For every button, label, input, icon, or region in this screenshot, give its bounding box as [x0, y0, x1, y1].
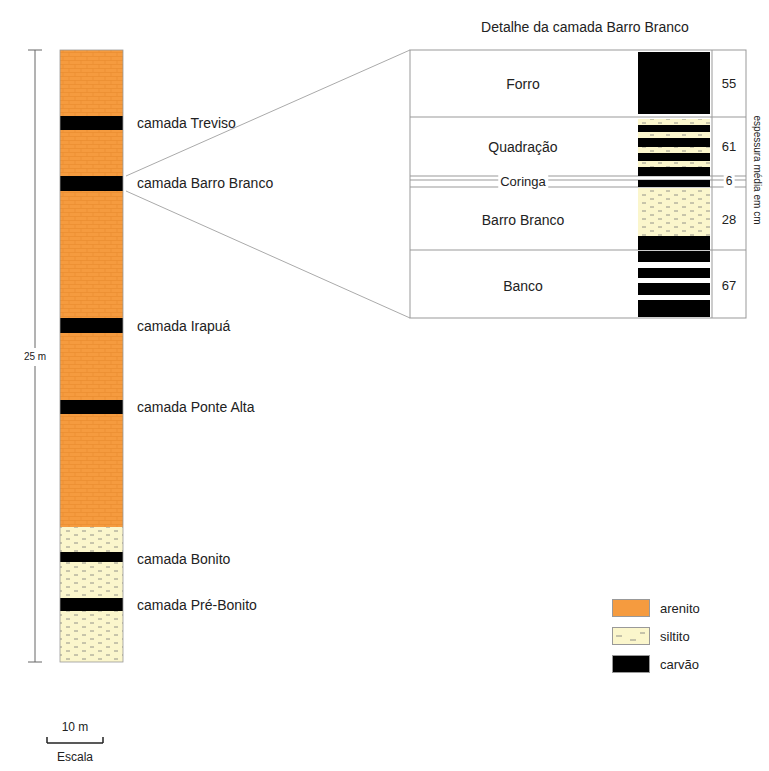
thickness-value: 28 — [722, 213, 736, 228]
legend-text: arenito — [660, 601, 700, 616]
legend-swatch — [612, 655, 650, 673]
table-cell: Coringa — [498, 175, 548, 190]
thickness-value: 55 — [722, 77, 736, 92]
legend-text: carvão — [660, 657, 699, 672]
legend-text: siltito — [660, 629, 690, 644]
legend-swatch — [612, 599, 650, 617]
seam-label: camada Barro Branco — [137, 175, 273, 191]
detail-title: Detalhe da camada Barro Branco — [481, 19, 689, 35]
table-cell: Forro — [506, 76, 539, 92]
detail-leader — [126, 50, 410, 318]
scale-bar — [47, 737, 103, 743]
thickness-axis-label: espessura média em cm — [751, 116, 763, 225]
legend-entry: arenito — [612, 599, 700, 617]
strat-column — [60, 50, 123, 662]
seam-label: camada Pré-Bonito — [137, 597, 257, 613]
table-cell: Banco — [503, 278, 543, 294]
legend-entry: siltito — [612, 627, 690, 645]
legend-swatch — [612, 627, 650, 645]
scale-title: Escala — [57, 751, 93, 765]
detail-table — [410, 50, 746, 318]
seam-label: camada Bonito — [137, 551, 230, 567]
scale-height-label: 25 m — [22, 351, 48, 363]
seam-label: camada Irapuá — [137, 318, 230, 334]
thickness-value: 6 — [724, 175, 735, 189]
scale-length-label: 10 m — [62, 721, 89, 735]
thickness-value: 61 — [722, 140, 736, 155]
seam-label: camada Ponte Alta — [137, 399, 255, 415]
table-cell: Quadração — [488, 139, 557, 155]
seam-label: camada Treviso — [137, 115, 236, 131]
thickness-value: 67 — [722, 279, 736, 294]
legend-entry: carvão — [612, 655, 699, 673]
table-cell: Barro Branco — [482, 212, 564, 228]
